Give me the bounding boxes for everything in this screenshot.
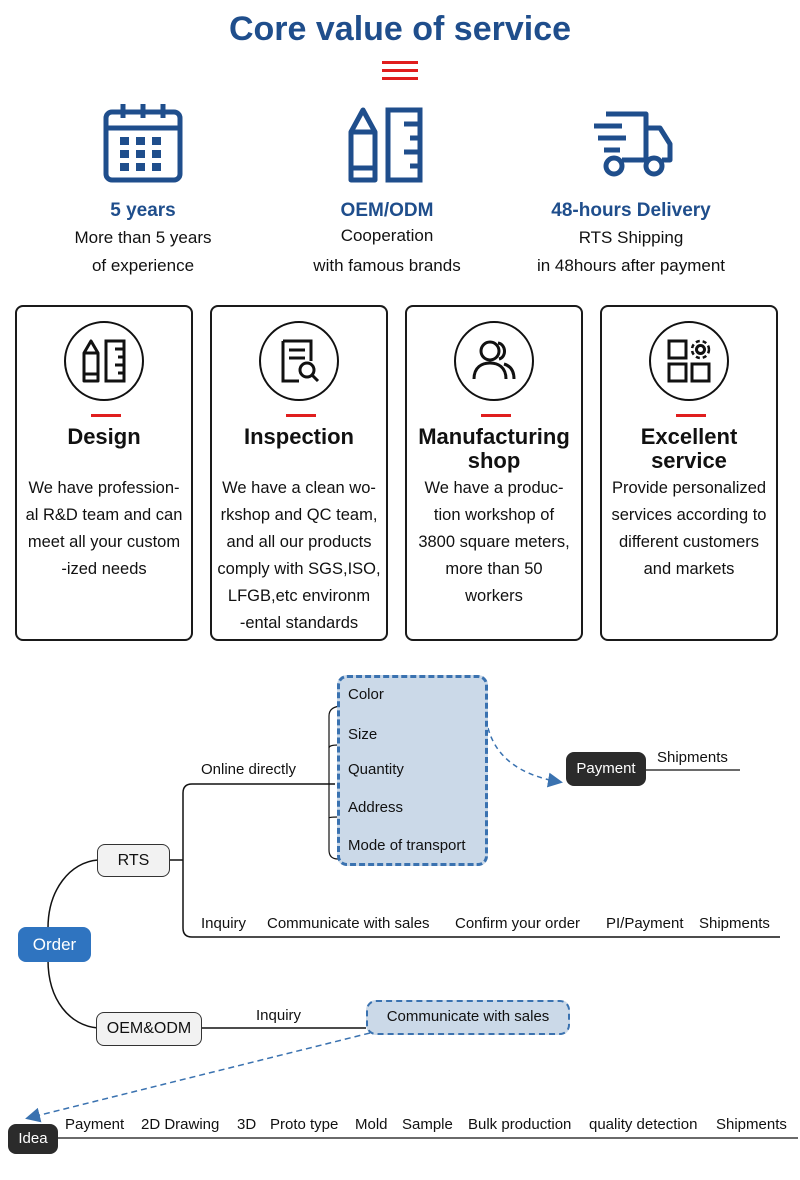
option-color: Color — [348, 686, 384, 703]
oem-step: Bulk production — [468, 1116, 572, 1133]
oem-inquiry-label: Inquiry — [256, 1007, 302, 1024]
card-design: Design We have profession-al R&D team an… — [15, 305, 193, 641]
online-directly-label: Online directly — [201, 761, 297, 778]
rts-step: Communicate with sales — [267, 915, 430, 932]
accent-bar — [676, 414, 706, 417]
feature-text: Cooperation — [340, 226, 434, 245]
oem-step: Shipments — [716, 1116, 787, 1133]
card-inspection: Inspection We have a clean wo-rkshop and… — [210, 305, 388, 641]
oem-step: Payment — [65, 1116, 125, 1133]
apps-gear-icon — [649, 321, 729, 401]
document-search-icon — [259, 321, 339, 401]
oem-step: 3D — [237, 1116, 257, 1133]
rts-step: Confirm your order — [455, 915, 581, 932]
option-mode-of-transport: Mode of transport — [348, 837, 466, 854]
feature-title: 5 years — [110, 200, 176, 221]
feature-text: in 48hours after payment — [536, 256, 726, 275]
oem-step: Mold — [355, 1116, 388, 1133]
accent-bar — [481, 414, 511, 417]
menu-icon — [382, 61, 418, 85]
oem-step: Sample — [402, 1116, 453, 1133]
feature-title: 48-hours Delivery — [551, 200, 711, 221]
card-title: Inspection — [243, 424, 354, 449]
option-size: Size — [348, 726, 378, 743]
option-quantity: Quantity — [348, 761, 404, 778]
order-node[interactable]: Order — [18, 927, 91, 962]
oem-odm-node[interactable]: OEM&ODM — [96, 1012, 202, 1046]
shipments-label: Shipments — [657, 749, 728, 766]
idea-node[interactable]: Idea — [8, 1124, 58, 1154]
communicate-with-sales-box: Communicate with sales — [366, 1000, 570, 1035]
feature-text: More than 5 years — [74, 228, 212, 247]
pencil-ruler-icon — [64, 321, 144, 401]
rts-step: Inquiry — [201, 915, 247, 932]
rts-step: Shipments — [699, 915, 770, 932]
accent-bar — [91, 414, 121, 417]
feature-text: of experience — [91, 256, 195, 275]
delivery-truck-icon — [594, 111, 673, 177]
accent-bar — [286, 414, 316, 417]
rts-node[interactable]: RTS — [97, 844, 170, 877]
page-title: Core value of service — [228, 10, 572, 48]
oem-step: 2D Drawing — [141, 1116, 220, 1133]
calendar-icon — [103, 104, 183, 183]
feature-title: OEM/ODM — [340, 200, 434, 221]
rts-step: PI/Payment — [606, 915, 684, 932]
users-icon — [454, 321, 534, 401]
option-address: Address — [348, 799, 404, 816]
feature-text: RTS Shipping — [578, 228, 684, 247]
card-text: We have a clean wo-rkshop and QC team,an… — [217, 479, 381, 632]
oem-step: quality detection — [589, 1116, 698, 1133]
oem-step: Proto type — [270, 1116, 339, 1133]
feature-text: with famous brands — [313, 256, 461, 275]
options-box — [337, 675, 488, 866]
card-title: Design — [67, 424, 141, 449]
payment-node[interactable]: Payment — [566, 752, 646, 786]
pencil-ruler-icon — [348, 107, 423, 183]
